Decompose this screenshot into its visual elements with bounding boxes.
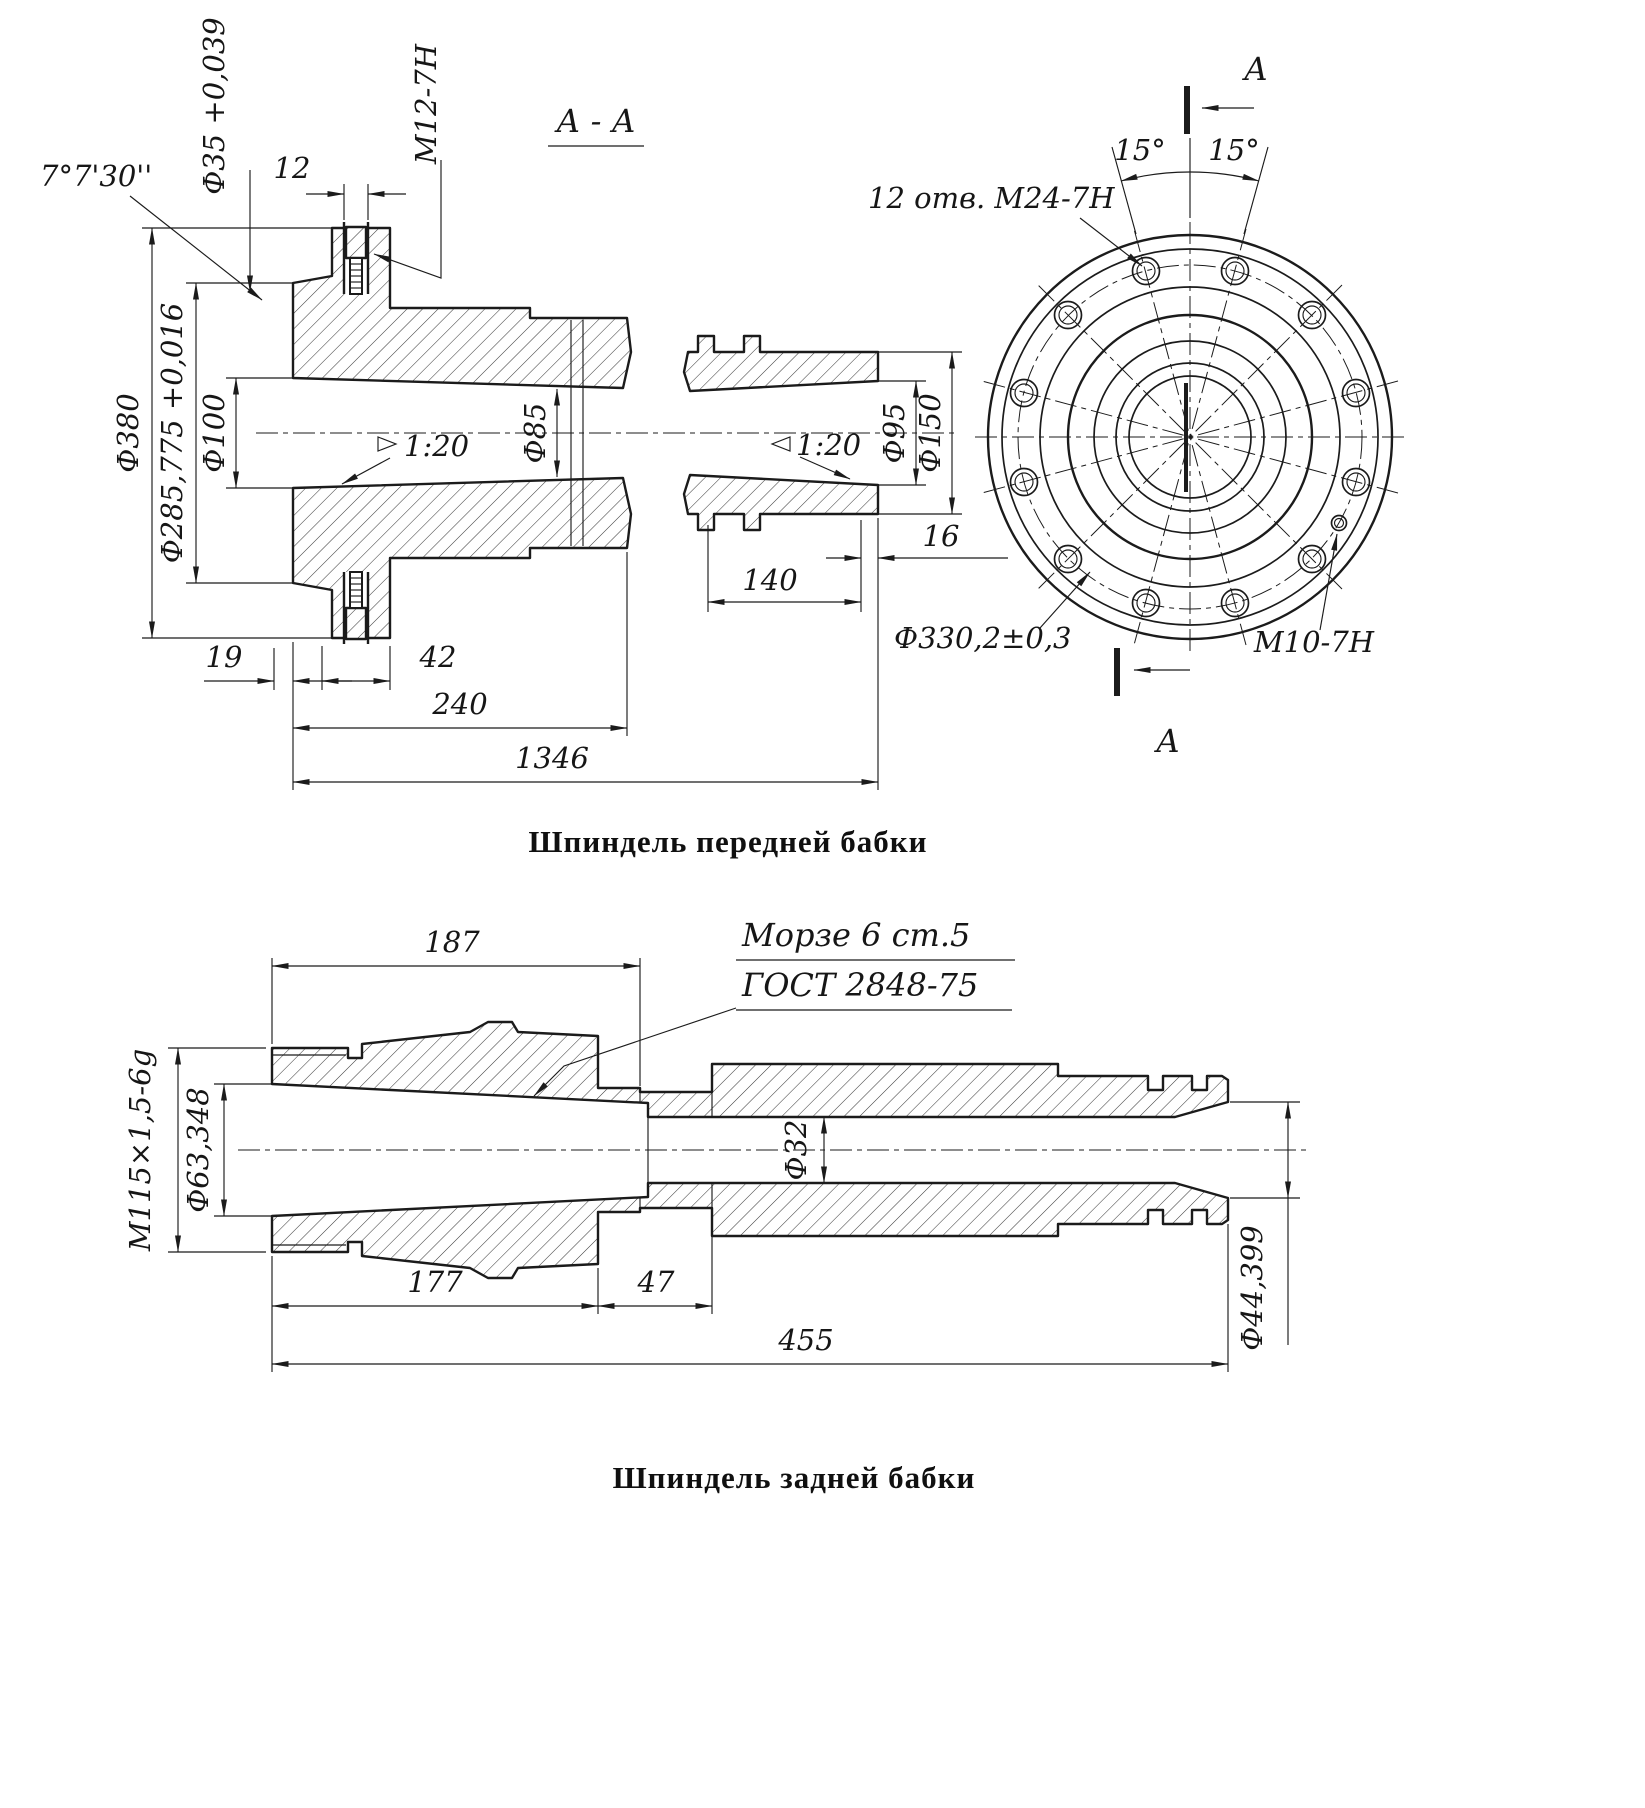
m10-label: М10-7Н <box>1253 625 1375 659</box>
hole-m10 <box>1330 514 1348 532</box>
front-spindle-caption: Шпиндель передней бабки <box>529 824 928 859</box>
rear-spindle-caption: Шпиндель задней бабки <box>613 1460 976 1495</box>
bolt-circle <box>1017 264 1363 610</box>
d44-label: Ф44,399 <box>1235 1225 1269 1351</box>
rear-spindle-section: 187 Морзе 6 ст.5 ГОСТ 2848-75 М115×1,5-6… <box>123 916 1310 1372</box>
end-view-callouts: 12 отв. М24-7Н Ф330,2±0,3 М10-7Н <box>868 181 1375 659</box>
len455-label: 455 <box>777 1323 833 1357</box>
len240-label: 240 <box>431 687 487 721</box>
thread-label: М115×1,5-6g <box>123 1049 157 1252</box>
front-spindle-lower-half <box>291 473 880 644</box>
taper-symbol-right <box>770 436 791 452</box>
rear-spindle-upper-half <box>270 1020 1230 1119</box>
len1346-label: 1346 <box>515 741 589 775</box>
bore-circle <box>1128 375 1252 499</box>
front-spindle-upper-half <box>291 222 880 393</box>
front-dimensions: 7°7'30'' Ф35 +0,039 12 М12-7Н А - А Ф380… <box>40 17 1008 790</box>
flange-stud-head <box>344 225 368 260</box>
len140-label: 140 <box>742 563 797 597</box>
d150-label: Ф150 <box>913 393 947 472</box>
taper-left-label: 1:20 <box>404 429 469 463</box>
d35-label: Ф35 +0,039 <box>197 17 231 195</box>
d95-label: Ф95 <box>877 403 911 464</box>
taper-right-label: 1:20 <box>796 428 861 462</box>
section-marks: А А <box>1114 50 1268 760</box>
angle-right-label: 15° <box>1208 133 1259 167</box>
len187-label: 187 <box>424 925 480 959</box>
len19-label: 19 <box>206 640 243 674</box>
section-title: А - А <box>554 102 636 140</box>
len177-label: 177 <box>407 1265 463 1299</box>
section-letter-bottom: А <box>1154 722 1180 760</box>
nose-angle-label: 7°7'30'' <box>40 159 152 193</box>
section-letter-top: А <box>1242 50 1268 88</box>
d85-label: Ф85 <box>518 403 552 464</box>
rear-dimensions: 187 Морзе 6 ст.5 ГОСТ 2848-75 М115×1,5-6… <box>123 916 1300 1372</box>
taper-symbol-left <box>377 436 398 452</box>
len16-label: 16 <box>923 519 960 553</box>
end-view-angle-dims: 15° 15° <box>1111 133 1269 235</box>
angle-left-label: 15° <box>1114 133 1165 167</box>
w12-label: 12 <box>274 151 311 185</box>
d285-label: Ф285,775 +0,016 <box>155 303 189 564</box>
holes-note-label: 12 отв. М24-7Н <box>868 181 1115 215</box>
bolt-circle-dia-label: Ф330,2±0,3 <box>894 621 1072 655</box>
morse-label-line1: Морзе 6 ст.5 <box>741 916 970 954</box>
rear-spindle-lower-half <box>270 1181 1230 1280</box>
morse-label-line2: ГОСТ 2848-75 <box>741 966 978 1004</box>
d63-label: Ф63,348 <box>181 1087 215 1213</box>
bolt-holes-m24 <box>1009 256 1371 618</box>
front-spindle-end-view: 15° 15° А А 12 отв. М24-7Н Ф330,2±0,3 М1… <box>868 50 1405 760</box>
d32-label: Ф32 <box>779 1120 813 1181</box>
d380-label: Ф380 <box>111 393 145 472</box>
len42-label: 42 <box>419 640 457 674</box>
m12-label: М12-7Н <box>409 43 443 165</box>
front-spindle-section: 7°7'30'' Ф35 +0,039 12 М12-7Н А - А Ф380… <box>40 17 1008 790</box>
len47-label: 47 <box>637 1265 675 1299</box>
flange-outer-circle <box>986 233 1394 641</box>
flange-stud-head <box>344 606 368 641</box>
d100-label: Ф100 <box>197 393 231 472</box>
